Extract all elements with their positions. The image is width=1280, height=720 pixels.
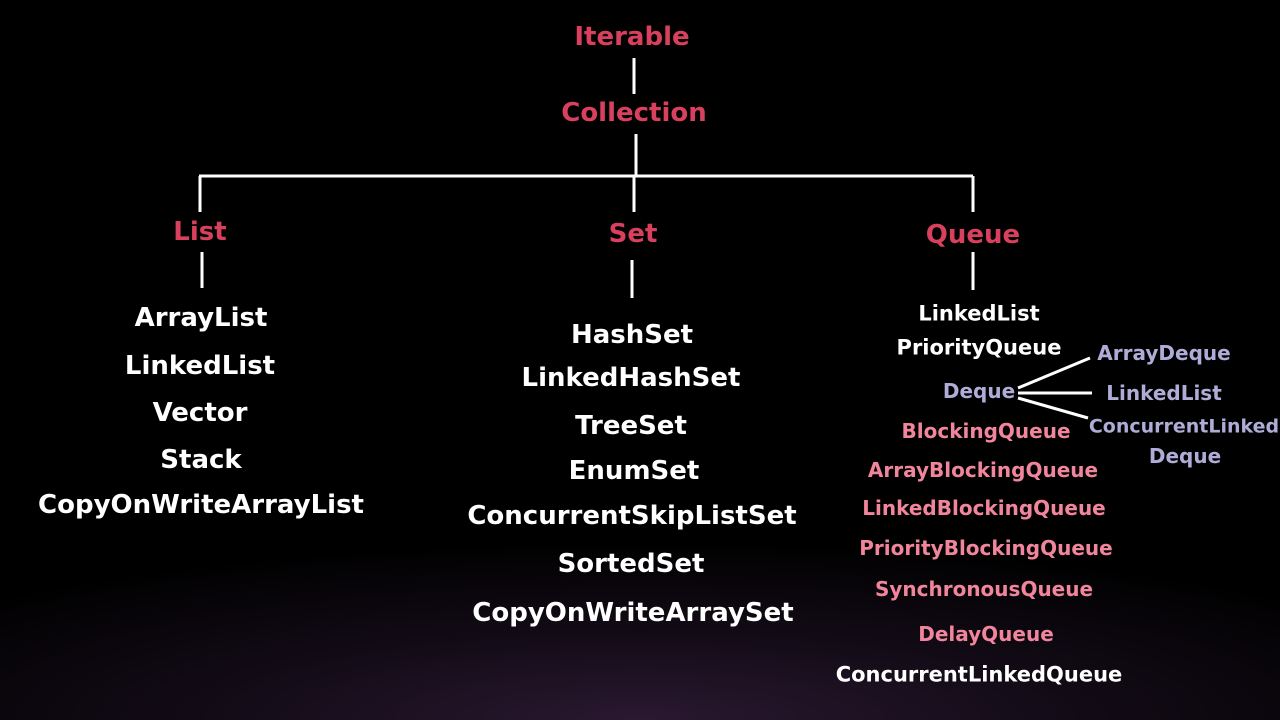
blocking-impl-delayqueue: DelayQueue <box>918 622 1054 646</box>
set-impl-linkedhashset: LinkedHashSet <box>521 363 741 393</box>
set-impl-hashset: HashSet <box>570 320 694 350</box>
set-impl-treeset: TreeSet <box>575 411 687 441</box>
collection-node: Collection <box>561 98 707 128</box>
queue-impl-deque: Deque <box>942 379 1016 403</box>
queue-impl-priorityqueue: PriorityQueue <box>896 335 1062 360</box>
list-impl-arraylist: ArrayList <box>134 303 268 333</box>
set-node: Set <box>608 219 658 249</box>
deque-impl-arraydeque: ArrayDeque <box>1097 341 1231 365</box>
deque-impl-concurrentlinked-deque: Deque <box>1148 444 1222 468</box>
set-impl-concurrentskiplistset: ConcurrentSkipListSet <box>467 501 797 531</box>
list-impl-linkedlist: LinkedList <box>124 351 276 381</box>
iterable-node: Iterable <box>574 22 690 52</box>
list-impl-vector: Vector <box>152 398 248 428</box>
queue-impl-linkedlist: LinkedList <box>918 301 1040 326</box>
queue-node: Queue <box>925 220 1021 250</box>
set-impl-sortedset: SortedSet <box>557 549 705 579</box>
blocking-impl-priorityblockingqueue: PriorityBlockingQueue <box>859 536 1113 560</box>
queue-impl-blockingqueue: BlockingQueue <box>901 419 1071 443</box>
deque-arraydeque-link <box>1017 356 1091 390</box>
blocking-impl-arrayblockingqueue: ArrayBlockingQueue <box>867 458 1099 482</box>
blocking-impl-linkedblockingqueue: LinkedBlockingQueue <box>862 496 1106 520</box>
deque-impl-linkedlist: LinkedList <box>1106 381 1222 405</box>
deque-impl-concurrentlinked: ConcurrentLinked <box>1088 415 1280 438</box>
set-impl-copyonwritearrayset: CopyOnWriteArraySet <box>472 598 794 628</box>
list-impl-stack: Stack <box>160 445 242 475</box>
queue-impl-concurrentlinkedqueue: ConcurrentLinkedQueue <box>835 662 1123 687</box>
blocking-impl-synchronousqueue: SynchronousQueue <box>874 577 1094 601</box>
list-impl-copyonwritearraylist: CopyOnWriteArrayList <box>38 490 364 520</box>
deque-concurrentlinked-link <box>1017 396 1089 420</box>
list-node: List <box>173 217 227 247</box>
set-impl-enumset: EnumSet <box>568 456 700 486</box>
